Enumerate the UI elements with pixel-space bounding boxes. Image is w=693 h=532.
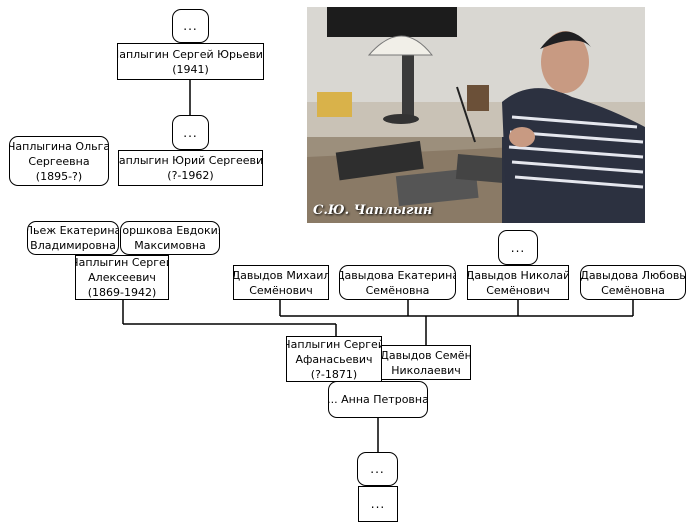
photo-caption: С.Ю. Чаплыгин xyxy=(313,203,433,218)
person-card-unknown[interactable]: ... xyxy=(357,452,398,486)
person-name-line1: Давыдов Николай xyxy=(467,268,569,282)
photo-illustration xyxy=(307,7,645,223)
person-name-line1: Давыдова Екатерина xyxy=(339,268,456,282)
person-name-line2: Владимировна xyxy=(30,239,116,252)
person-years: (1869-1942) xyxy=(87,286,157,299)
person-name-line2: Семёнович xyxy=(486,283,550,297)
ellipsis-label: ... xyxy=(510,240,526,255)
person-card-sergey-afanasievich[interactable]: Чаплыгин Сергей Афанасьевич (?-1871) xyxy=(286,336,382,382)
person-card-lyezh[interactable]: Льеж Екатерина Владимировна xyxy=(27,221,119,255)
person-card-anna[interactable]: ... Анна Петровна xyxy=(328,381,428,418)
person-card-unknown[interactable]: ... xyxy=(172,9,209,43)
ellipsis-label: ... xyxy=(183,19,198,33)
person-name-line2: Сергеевна xyxy=(28,154,90,168)
person-name-line1: Давыдова Любовь xyxy=(580,268,686,282)
person-card-sergey-alekseevich[interactable]: Чаплыгин Сергей Алексеевич (1869-1942) xyxy=(75,255,169,300)
person-years: (1895-?) xyxy=(35,169,83,183)
person-card-semyon[interactable]: Давыдов Семён Николаевич xyxy=(381,345,471,380)
person-card-unknown[interactable]: ... xyxy=(498,230,538,265)
portrait-photo: С.Ю. Чаплыгин xyxy=(307,7,645,223)
person-card-ekaterina[interactable]: Давыдова Екатерина Семёновна xyxy=(339,265,456,300)
person-years: (?-1871) xyxy=(310,367,358,381)
person-card-nikolay[interactable]: Давыдов Николай Семёнович xyxy=(467,265,569,300)
ellipsis-label: ... xyxy=(370,497,386,511)
person-name-line2: Семёновна xyxy=(365,283,430,297)
person-name-line2: Афанасьевич xyxy=(295,352,373,366)
person-name-line1: Давыдов Семён xyxy=(381,348,471,362)
person-card-lyubov[interactable]: Давыдова Любовь Семёновна xyxy=(580,265,686,300)
person-name-line1: Чаплыгин Сергей xyxy=(75,256,169,269)
ellipsis-label: ... xyxy=(183,125,198,140)
person-card-unknown[interactable]: ... xyxy=(172,115,209,150)
person-name-line2: Николаевич xyxy=(391,363,461,377)
person-name-line1: Чаплыгина Ольга xyxy=(9,139,109,153)
person-name: ... Анна Петровна xyxy=(328,393,428,406)
ellipsis-label: ... xyxy=(370,462,385,476)
person-name-line1: Чаплыгин Сергей xyxy=(286,337,382,351)
person-name: Чаплыгин Сергей Юрьевич xyxy=(117,47,264,61)
person-years: (1941) xyxy=(172,62,209,76)
person-name-line2: Алексеевич xyxy=(88,271,156,284)
person-years: (?-1962) xyxy=(167,169,214,182)
person-card-olga[interactable]: Чаплыгина Ольга Сергеевна (1895-?) xyxy=(9,136,109,186)
person-name-line1: Давыдов Михаил xyxy=(233,268,329,282)
person-name-line2: Семёновна xyxy=(601,283,665,297)
person-name-line1: Горшкова Евдокия xyxy=(120,224,220,237)
person-card-yuri[interactable]: Чаплыгин Юрий Сергеевич (?-1962) xyxy=(118,150,263,186)
person-card-gorshkova[interactable]: Горшкова Евдокия Максимовна xyxy=(120,221,220,255)
person-name-line1: Льеж Екатерина xyxy=(27,224,119,237)
person-name-line2: Максимовна xyxy=(134,239,206,252)
person-name: Чаплыгин Юрий Сергеевич xyxy=(118,154,263,167)
person-card-unknown[interactable]: ... xyxy=(358,486,398,522)
person-card-mikhail[interactable]: Давыдов Михаил Семёнович xyxy=(233,265,329,300)
person-name-line2: Семёнович xyxy=(249,283,313,297)
person-card-sergey-yurievich[interactable]: Чаплыгин Сергей Юрьевич (1941) xyxy=(117,43,264,80)
